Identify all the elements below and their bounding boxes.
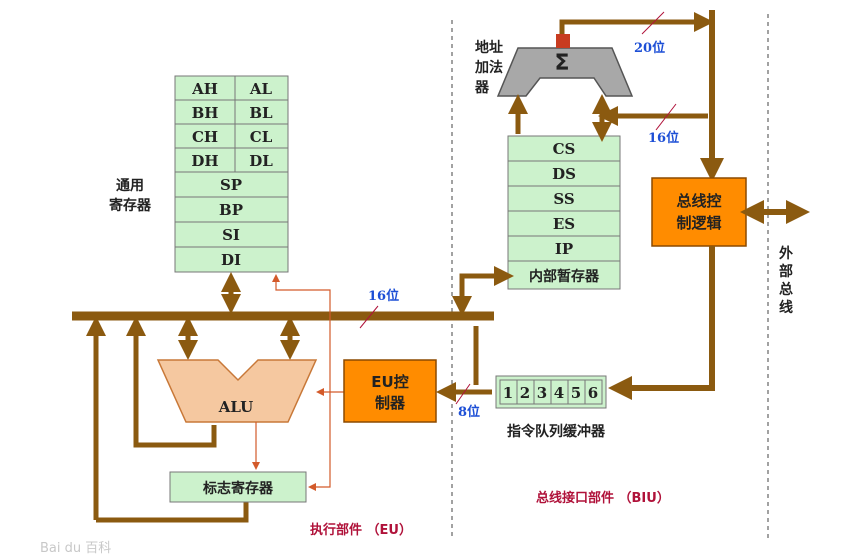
reg-ah-label: AH xyxy=(191,80,218,98)
adder-output-port xyxy=(556,34,570,48)
queue-cell-4-label: 4 xyxy=(554,384,564,402)
reg-al-label: AL xyxy=(249,80,273,98)
internal-temp-label: 内部暂存器 xyxy=(529,268,600,285)
queue-cell-5-label: 5 xyxy=(571,384,581,402)
external-bus-label-3: 总 xyxy=(779,281,793,298)
eu-section-label: 执行部件 （EU） xyxy=(310,522,412,538)
bus-width-tick-16 xyxy=(359,305,379,329)
instruction-queue: 1 2 3 4 5 6 指令队列缓冲器 xyxy=(495,375,607,440)
reg-si xyxy=(174,221,289,248)
adder-width-20-label: 20位 xyxy=(634,40,665,56)
queue-width-tick-8 xyxy=(455,383,471,405)
reg-bh-label: BH xyxy=(192,104,219,122)
segment-registers: CS DS SS ES IP 内部暂存器 xyxy=(507,135,621,290)
reg-sp xyxy=(174,171,289,198)
reg-ah xyxy=(174,75,236,101)
adder-label-2: 加法 xyxy=(474,59,503,76)
queue-cell-6 xyxy=(584,379,603,405)
reg-cs-label: CS xyxy=(553,140,576,158)
reg-al xyxy=(234,75,289,101)
bus-width-16-label: 16位 xyxy=(368,288,399,304)
reg-ss-label: SS xyxy=(553,190,574,208)
flag-register-label: 标志寄存器 xyxy=(202,480,274,497)
adder-sigma-icon: Σ xyxy=(554,51,569,76)
external-bus-label-4: 线 xyxy=(779,299,793,316)
reg-bl-label: BL xyxy=(249,104,273,122)
queue-label: 指令队列缓冲器 xyxy=(507,423,606,440)
queue-cell-2-label: 2 xyxy=(520,384,530,402)
bus-control-to-queue xyxy=(608,246,715,400)
eu-control-label-1: EU控 xyxy=(371,373,408,391)
reg-cl xyxy=(234,123,289,149)
reg-dl xyxy=(234,147,289,173)
reg-bp-label: BP xyxy=(219,201,243,219)
bus-control-label-2: 制逻辑 xyxy=(676,214,721,232)
queue-width-8-label: 8位 xyxy=(458,404,480,420)
eu-control-label-2: 制器 xyxy=(375,394,406,412)
internal-temp-register xyxy=(507,260,621,290)
reg-cs xyxy=(507,135,621,162)
reg-dl-label: DL xyxy=(249,152,273,170)
alu-label: ALU xyxy=(218,398,253,416)
bus-control-label-1: 总线控 xyxy=(676,192,721,210)
general-registers-label-1: 通用 xyxy=(116,178,144,194)
reg-ss xyxy=(507,185,621,212)
queue-cell-6-label: 6 xyxy=(588,384,598,402)
queue-cell-3-label: 3 xyxy=(537,384,547,402)
general-registers-label-2: 寄存器 xyxy=(109,197,152,214)
reg-di-label: DI xyxy=(221,251,241,269)
bus-control-logic xyxy=(651,177,747,247)
reg-di xyxy=(174,246,289,273)
biu-section-label: 总线接口部件 （BIU） xyxy=(536,490,670,506)
reg-bp xyxy=(174,196,289,223)
adder-label-1: 地址 xyxy=(475,39,503,56)
adder-width-tick-20 xyxy=(641,11,665,35)
reg-bl xyxy=(234,99,289,125)
reg-es xyxy=(507,210,621,237)
general-registers: AH AL BH BL CH CL DH DL SP BP SI DI 通用 寄… xyxy=(109,75,289,273)
reg-sp-label: SP xyxy=(220,176,242,194)
reg-es-label: ES xyxy=(553,215,575,233)
alu-output-loop xyxy=(133,326,217,448)
watermark: Bai du 百科 xyxy=(40,541,111,556)
reg-cl-label: CL xyxy=(250,128,273,146)
eu-control-to-flags xyxy=(272,274,331,491)
reg-ds xyxy=(507,160,621,187)
adder-to-bus-control xyxy=(559,12,714,34)
temp-bus-link xyxy=(452,266,514,316)
external-bus-label-2: 部 xyxy=(779,263,793,280)
reg-dh-label: DH xyxy=(191,152,218,170)
link-width-tick-16 xyxy=(655,103,677,131)
link-width-16-label: 16位 xyxy=(648,130,679,146)
adder-label-3: 器 xyxy=(474,80,490,96)
reg-ch-label: CH xyxy=(192,128,218,146)
queue-cell-1-label: 1 xyxy=(503,384,513,402)
flags-feedback-bottom xyxy=(96,500,249,523)
reg-ip xyxy=(507,235,621,262)
reg-ip-label: IP xyxy=(555,240,573,258)
reg-si-label: SI xyxy=(222,226,240,244)
reg-ds-label: DS xyxy=(552,165,576,183)
eu-control-unit xyxy=(343,359,437,423)
external-bus-label-1: 外 xyxy=(779,245,793,262)
address-adder xyxy=(496,47,634,97)
